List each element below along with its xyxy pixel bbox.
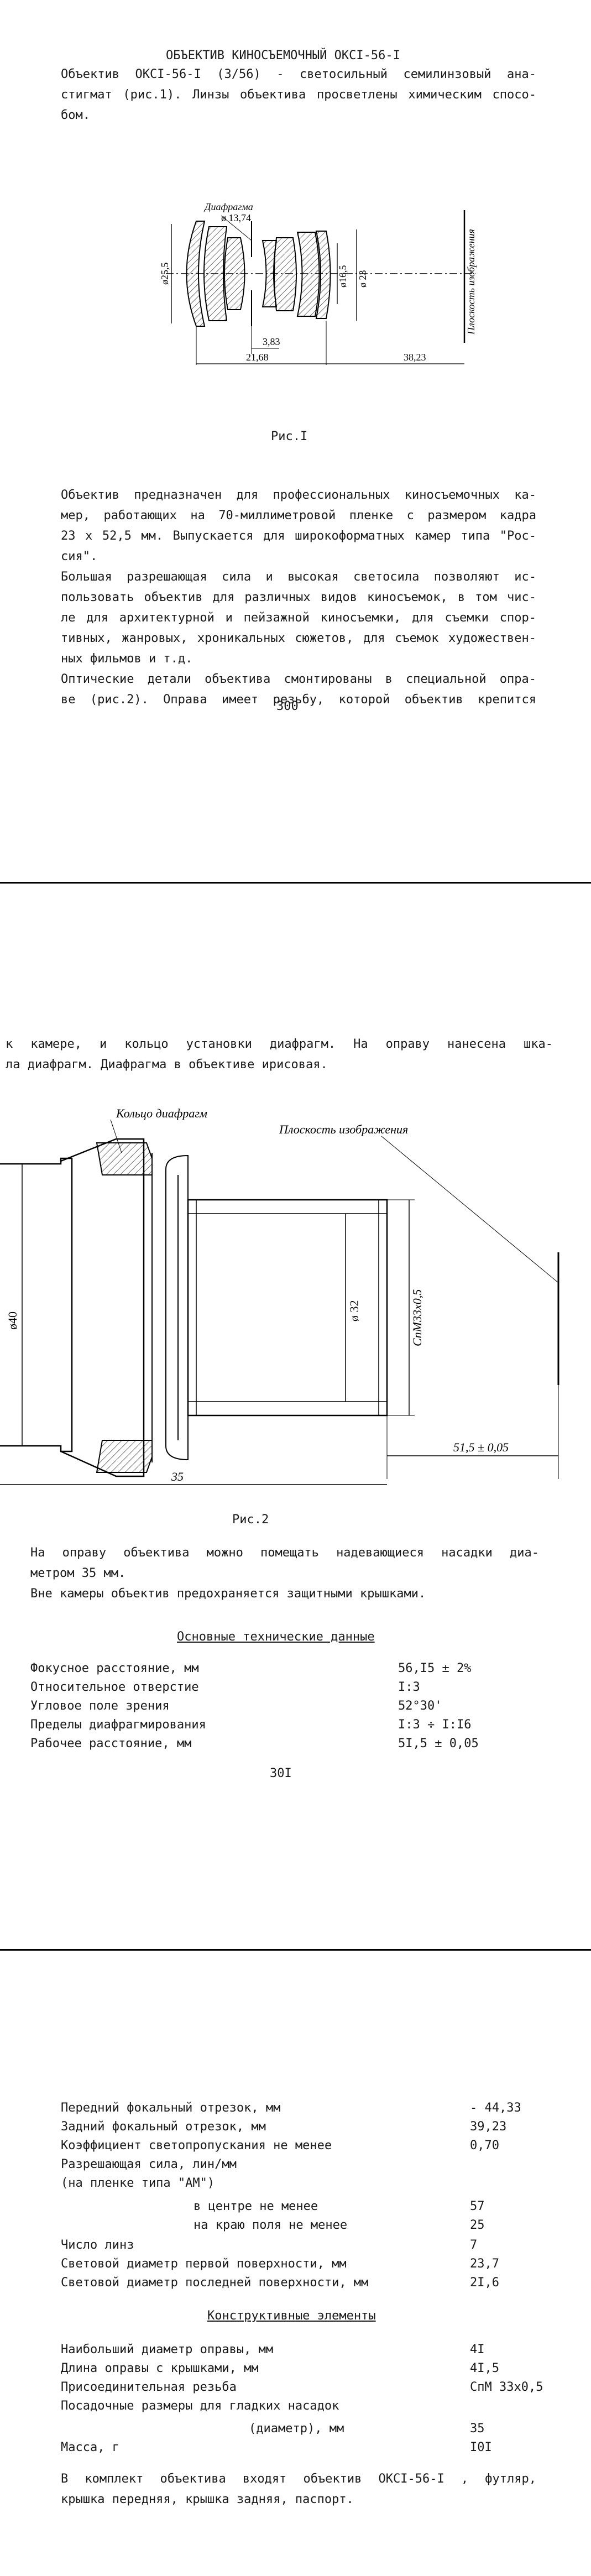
label-35: 35 [171,1470,184,1483]
spec-name: Пределы диафрагмирования [30,1718,206,1732]
label-21-68: 21,68 [246,352,269,363]
label-thread: СпМ33х0,5 [410,1289,424,1346]
spec-name: в центре не менее [193,2199,318,2213]
spec-value: 5I,5 ± 0,05 [398,1737,479,1751]
spec-value: I:3 ÷ I:I6 [398,1718,472,1732]
spec-name: Посадочные размеры для гладких насадок [61,2399,339,2413]
body-line: На оправу объектива можно помещать надев… [30,1546,539,1560]
spec-name: Задний фокальный отрезок, мм [61,2120,266,2134]
spec-name: (на пленке типа "АМ") [61,2176,215,2190]
spec-name: Масса, г [61,2441,119,2454]
kit-paragraph: В комплект объектива входят объектив ОКС… [61,2469,536,2510]
label-d16-5: ø16,5 [337,265,348,288]
design-title: Конструктивные элементы [207,2309,376,2323]
label-diaphragm: Диафрагма [203,201,253,212]
lens-element [186,221,206,327]
body-line: Оптические детали объектива смонтированы… [61,672,536,686]
spec-name: Длина оправы с крышками, мм [61,2361,259,2375]
label-image-plane: Плоскость изображения [279,1122,408,1136]
spec-name: (диаметр), мм [249,2422,344,2436]
label-diaphragm-diameter: ø 13,74 [221,212,251,223]
figure-1-caption: Рис.I [271,430,308,443]
intro-line: стигмат (рис.1). Линзы объектива просвет… [61,88,536,102]
spec-name: Относительное отверстие [30,1680,199,1694]
intro-line: бом. [61,108,90,122]
spec-name: Число линз [61,2238,134,2252]
spec-value: I:3 [398,1680,420,1694]
figure-1-lens-scheme: Диафрагма ø 13,74 ø25,5 ø16,5 ø 23 Плоск… [159,201,477,365]
body-line: к камере, и кольцо установки диафрагм. Н… [6,1037,553,1051]
spec-value: 7 [470,2238,478,2252]
page-separator [0,1949,591,1951]
label-d32: ø 32 [347,1300,361,1322]
spec-value: 25 [470,2218,485,2232]
body-line: 23 х 52,5 мм. Выпускается для широкоформ… [61,529,536,543]
body-line: ла диафрагм. Диафрагма в объективе ирисо… [6,1058,328,1072]
spec-name: Передний фокальный отрезок, мм [61,2101,281,2115]
intro-line: Объектив ОКСI-56-I (3/56) - светосильный… [61,67,536,81]
label-image-plane: Плоскость изображения [466,229,477,335]
body-paragraph: Объектив предназначен для профессиональн… [61,485,536,710]
body-line: Большая разрешающая сила и высокая свето… [61,570,536,584]
top-paragraph: к камере, и кольцо установки диафрагм. Н… [6,1034,553,1075]
label-51-5: 51,5 ± 0,05 [453,1440,509,1454]
spec-value: 35 [470,2422,485,2436]
spec-value: 56,I5 ± 2% [398,1661,472,1675]
figure-2-caption: Рис.2 [232,1513,269,1527]
spec-value: 57 [470,2199,485,2213]
spec-value: I0I [470,2441,492,2454]
spec-name: Коэффициент светопропускания не менее [61,2139,332,2152]
spec-value: 4I [470,2343,485,2356]
label-3-83: 3,83 [263,336,280,347]
label-aperture-ring: Кольцо диафрагм [116,1106,207,1120]
body-line: метром 35 мм. [30,1566,126,1580]
body-line: тивных, жанровых, хроникальных сюжетов, … [61,631,536,645]
specs-title: Основные технические данные [177,1630,375,1644]
spec-name: Наибольший диаметр оправы, мм [61,2343,274,2356]
body-line: ле для архитектурной и пейзажной киносъе… [61,611,536,625]
spec-value: СпМ 33х0,5 [470,2380,543,2394]
label-d40: ø40 [6,1311,19,1330]
lens-element [203,226,228,321]
page-number: 300 [276,699,299,713]
body-line: ве (рис.2). Оправа имеет резьбу, которой… [61,693,536,707]
spec-name: Рабочее расстояние, мм [30,1737,192,1751]
spec-name: Световой диаметр последней поверхности, … [61,2276,369,2290]
body-line: мер, работающих на 70-миллиметровой плен… [61,509,536,522]
figure-2-lens-mount: Кольцо диафрагм Плоскость изображения ø4… [0,1106,559,1485]
body-paragraph: На оправу объектива можно помещать надев… [30,1543,539,1604]
spec-name: Световой диаметр первой поверхности, мм [61,2257,347,2271]
spec-name: Присоединительная резьба [61,2380,237,2394]
spec-value: 39,23 [470,2120,507,2134]
spec-value: 0,70 [470,2139,499,2152]
label-d25-5: ø25,5 [159,263,170,285]
spec-value: 4I,5 [470,2361,499,2375]
body-line: пользовать объектив для различных видов … [61,591,536,604]
lens-element [224,237,245,310]
spec-name: Фокусное расстояние, мм [30,1661,199,1675]
label-38-23: 38,23 [404,352,426,363]
body-line: крышка передняя, крышка задняя, паспорт. [61,2493,354,2506]
spec-name: Угловое поле зрения [30,1699,170,1713]
page-number: 30I [270,1767,292,1780]
label-d23: ø 23 [357,270,368,288]
body-line: Объектив предназначен для профессиональн… [61,488,536,502]
lens-element [296,232,320,317]
lens-element [274,237,297,311]
spec-value: - 44,33 [470,2101,521,2115]
spec-value: 52°30' [398,1699,442,1713]
document-title: ОБЪЕКТИВ КИНОСЪЕМОЧНЫЙ ОКСI-56-I [166,49,400,62]
page-separator [0,882,591,884]
spec-value: 23,7 [470,2257,499,2271]
body-line: В комплект объектива входят объектив ОКС… [61,2472,536,2486]
spec-name: на краю поля не менее [193,2218,348,2232]
spec-value: 2I,6 [470,2276,499,2290]
body-line: сия". [61,550,98,563]
body-line: Вне камеры объектив предохраняется защит… [30,1587,426,1601]
body-line: ных фильмов и т.д. [61,652,193,666]
intro-paragraph: Объектив ОКСI-56-I (3/56) - светосильный… [61,64,536,126]
spec-name: Разрешающая сила, лин/мм [61,2157,237,2171]
lens-element [315,231,331,319]
